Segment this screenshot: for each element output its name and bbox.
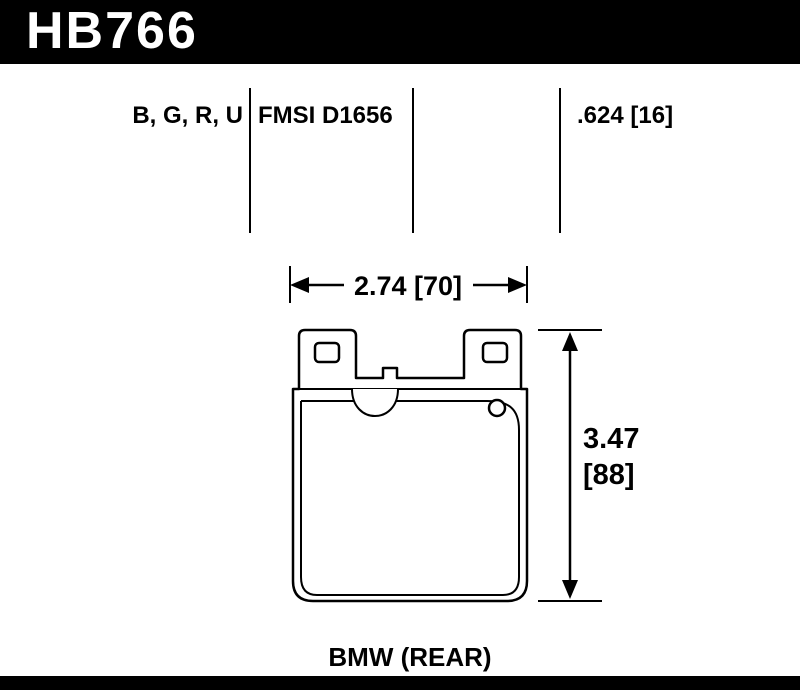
right-ear-hole [481,341,509,364]
part-number: HB766 [26,2,198,60]
abutment-arc [351,388,399,417]
height-dim-arrow-up-icon [562,332,578,351]
divider-line-1 [249,88,251,233]
divider-line-2 [412,88,414,233]
application-label: BMW (REAR) [328,642,492,672]
sensor-hole [487,398,507,418]
footer-bar [0,676,800,690]
header-bar: HB766 [0,0,800,64]
left-ear-hole [313,341,341,364]
brake-pad-outline [291,328,529,603]
divider-line-3 [559,88,561,233]
width-dim-arrow-right-icon [508,277,527,293]
fmsi-number: FMSI D1656 [258,102,393,129]
height-dim-arrow-down-icon [562,580,578,599]
width-dim-label: 2.74 [70] [354,271,462,301]
compound-codes: B, G, R, U [132,102,243,129]
height-dim-label-inches: 3.47 [583,423,639,455]
height-dim-label-mm: [88] [583,459,635,491]
width-dim-arrow-left-icon [290,277,309,293]
pad-thickness: .624 [16] [577,102,674,129]
friction-pad-outline [300,400,520,596]
